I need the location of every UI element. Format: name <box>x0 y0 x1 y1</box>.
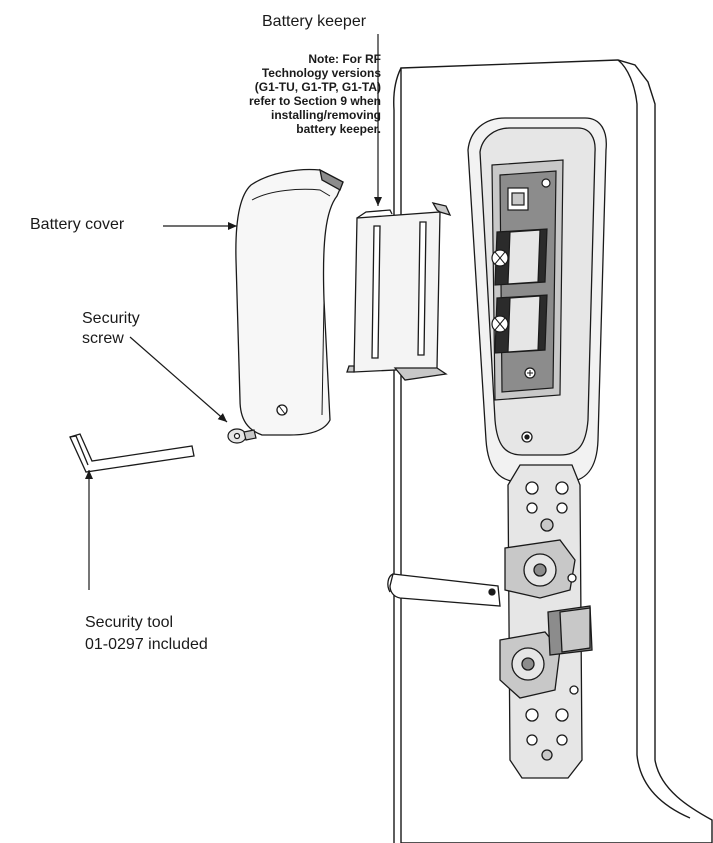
security-tool-label-line2: 01-0297 included <box>85 636 208 653</box>
security-tool-part <box>69 433 195 473</box>
battery-keeper-label: Battery keeper <box>262 13 367 30</box>
lever-handle <box>387 573 501 607</box>
note-line: installing/removing <box>270 108 381 122</box>
note-line: Technology versions <box>261 66 381 80</box>
note-line: refer to Section 9 when <box>248 94 381 108</box>
battery-cover-part <box>235 168 344 436</box>
security-screw-label-line2: screw <box>82 330 124 347</box>
note-line: battery keeper. <box>296 122 381 136</box>
battery-upper <box>491 228 548 286</box>
security-screw-part <box>227 428 257 444</box>
security-tool-label: Security tool 01-0297 included <box>85 612 208 656</box>
note-line: Note: For RF <box>308 52 381 66</box>
battery-compartment <box>491 159 564 401</box>
note-line: (G1-TU, G1-TP, G1-TA) <box>254 80 381 94</box>
security-screw-label: Security screw <box>82 309 140 349</box>
leader-lines <box>85 34 382 590</box>
battery-keeper-part <box>346 202 452 381</box>
latch-plate <box>499 464 593 779</box>
battery-lower <box>491 294 548 354</box>
rf-technology-note: Note: For RF Technology versions (G1-TU,… <box>249 52 381 136</box>
security-screw-label-line1: Security <box>82 310 140 327</box>
security-screw-leader <box>129 336 228 423</box>
security-tool-label-line1: Security tool <box>85 614 174 631</box>
battery-cover-label: Battery cover <box>30 216 125 233</box>
